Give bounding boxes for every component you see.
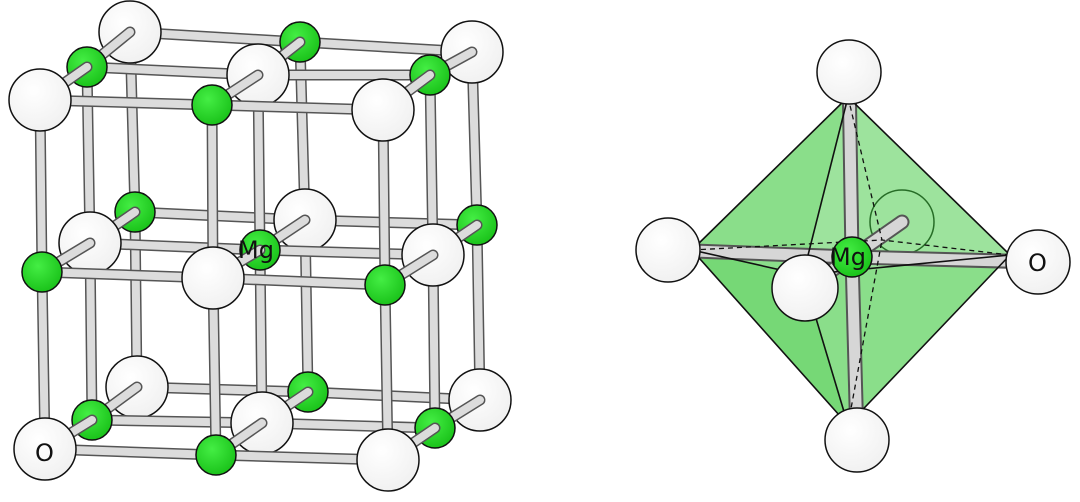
- lattice-o-label: O: [35, 439, 54, 467]
- oxygen-atom-left: [635, 217, 701, 283]
- oxygen-atom: [351, 78, 415, 142]
- oxygen-atom: [181, 246, 245, 310]
- magnesium-atom-center: [831, 236, 873, 278]
- oxygen-atom-bottom: [824, 407, 890, 473]
- oxygen-atom: [356, 428, 420, 492]
- magnesium-atom: [364, 264, 406, 306]
- magnesium-atom: [21, 251, 63, 293]
- octahedron-mg-label: Mg: [830, 243, 866, 271]
- oxygen-atom: [8, 68, 72, 132]
- octahedron-face: [692, 97, 848, 275]
- octahedron-hidden-edges: [691, 96, 1011, 426]
- front-plane-atoms: [8, 68, 420, 492]
- oxygen-atom-top: [816, 39, 882, 105]
- rocksalt-lattice: Mg O: [8, 0, 512, 492]
- octahedron-o-label: O: [1028, 249, 1047, 277]
- magnesium-atom: [195, 434, 237, 476]
- octahedron-edges: [691, 96, 1011, 426]
- oxygen-atom-right: [1005, 229, 1071, 295]
- oxygen-atom-front: [771, 254, 839, 322]
- lattice-mg-label: Mg: [238, 236, 274, 264]
- mgo6-octahedron: Mg O: [635, 39, 1071, 473]
- magnesium-atom: [191, 84, 233, 126]
- oxygen-atom: [13, 417, 77, 481]
